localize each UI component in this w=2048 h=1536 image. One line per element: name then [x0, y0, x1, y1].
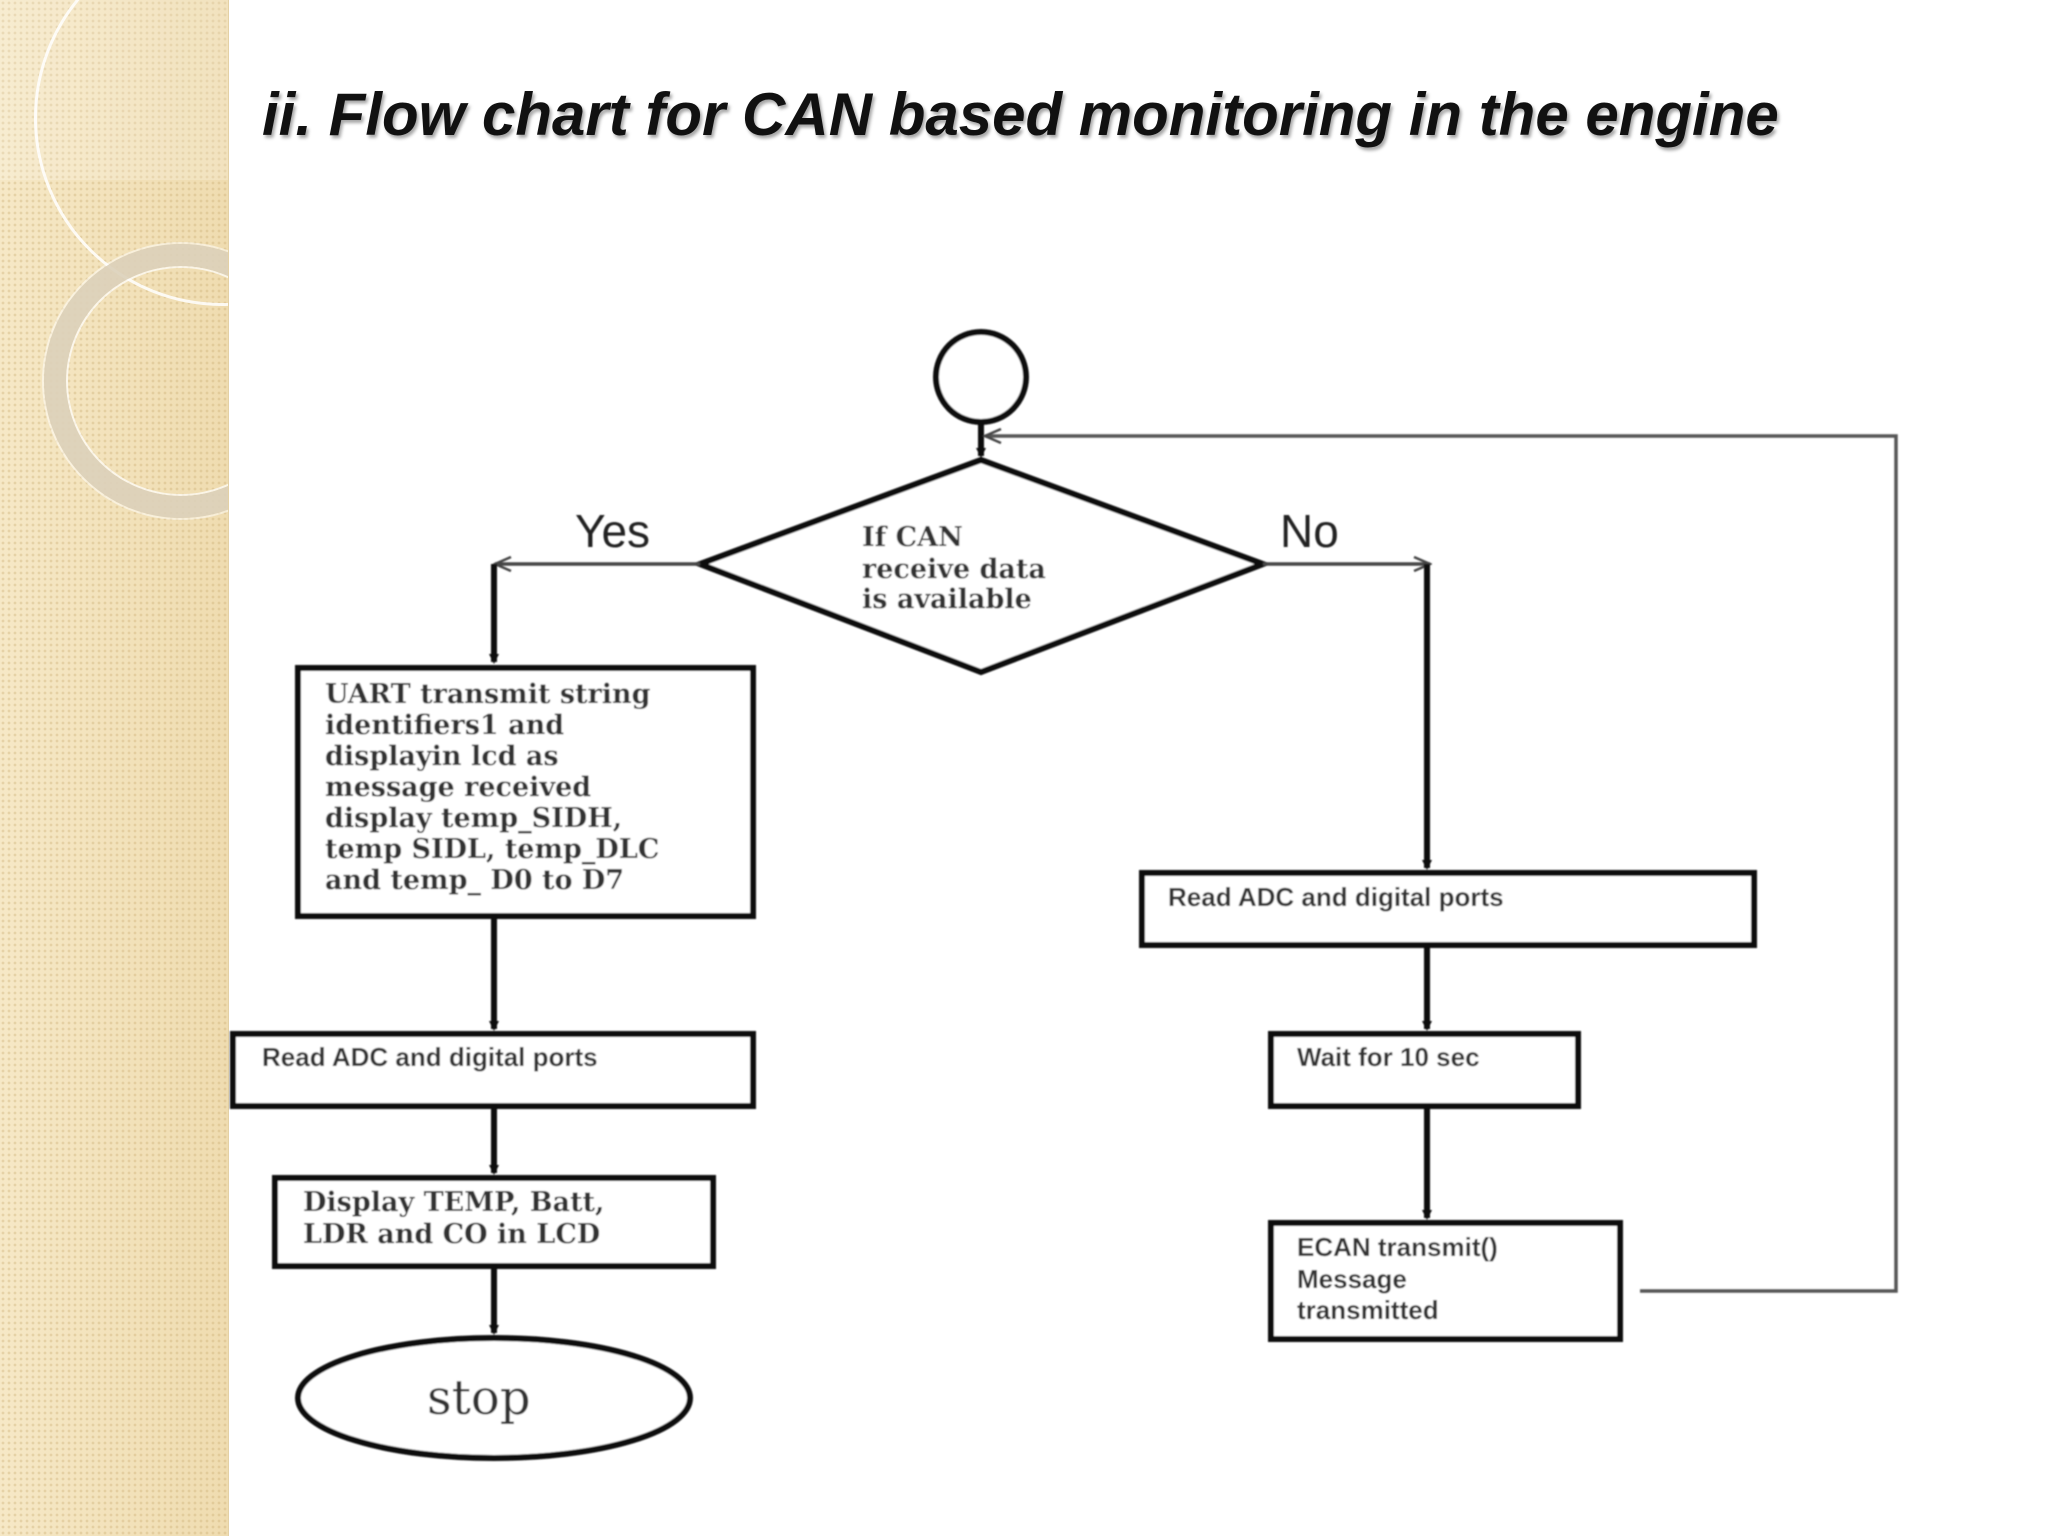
display-text: Display TEMP, Batt, LDR and CO in LCD	[303, 1187, 614, 1250]
read-adc-text-left: Read ADC and digital ports	[262, 1042, 598, 1072]
display-box	[272, 1175, 716, 1269]
uart-process-box	[295, 665, 756, 919]
ecan-box	[1268, 1220, 1623, 1342]
decision-line: If CAN	[862, 522, 963, 553]
read-adc-text-right: Read ADC and digital ports	[1168, 882, 1504, 912]
uart-line: temp SIDL, temp_DLC	[325, 834, 659, 865]
uart-line: message received	[325, 772, 591, 803]
ecan-text: ECAN transmit() Message transmitted	[1297, 1232, 1505, 1325]
uart-process-text: UART transmit string identifiers1 and di…	[325, 679, 669, 896]
wait-text: Wait for 10 sec	[1297, 1042, 1480, 1072]
display-line: Display TEMP, Batt,	[303, 1187, 604, 1218]
stop-terminal	[295, 1335, 693, 1461]
uart-line: and temp_ D0 to D7	[325, 865, 624, 896]
wait-box	[1268, 1031, 1581, 1109]
ecan-line: Message	[1297, 1264, 1407, 1294]
stop-text: stop	[427, 1370, 531, 1426]
decision-text: If CAN receive data is available	[862, 522, 1055, 615]
uart-line: display temp_SIDH,	[325, 803, 622, 834]
slide-title: ii. Flow chart for CAN based monitoring …	[262, 81, 1779, 148]
uart-line: UART transmit string	[325, 679, 651, 710]
display-line: LDR and CO in LCD	[303, 1219, 600, 1250]
decision-diamond	[691, 456, 1272, 676]
decision-line: receive data	[862, 554, 1046, 585]
read-adc-box-right	[1139, 870, 1757, 948]
branch-yes-label: Yes	[575, 505, 650, 557]
decision-line: is available	[862, 584, 1032, 615]
ecan-line: ECAN transmit()	[1297, 1232, 1498, 1262]
branch-no-label: No	[1280, 505, 1339, 557]
start-terminal	[933, 329, 1029, 425]
connector-loop-back	[985, 436, 1898, 1293]
uart-line: displayin lcd as	[325, 741, 559, 772]
ecan-line: transmitted	[1297, 1295, 1439, 1325]
uart-line: identifiers1 and	[325, 710, 564, 741]
sidebar-decoration	[0, 0, 229, 1536]
